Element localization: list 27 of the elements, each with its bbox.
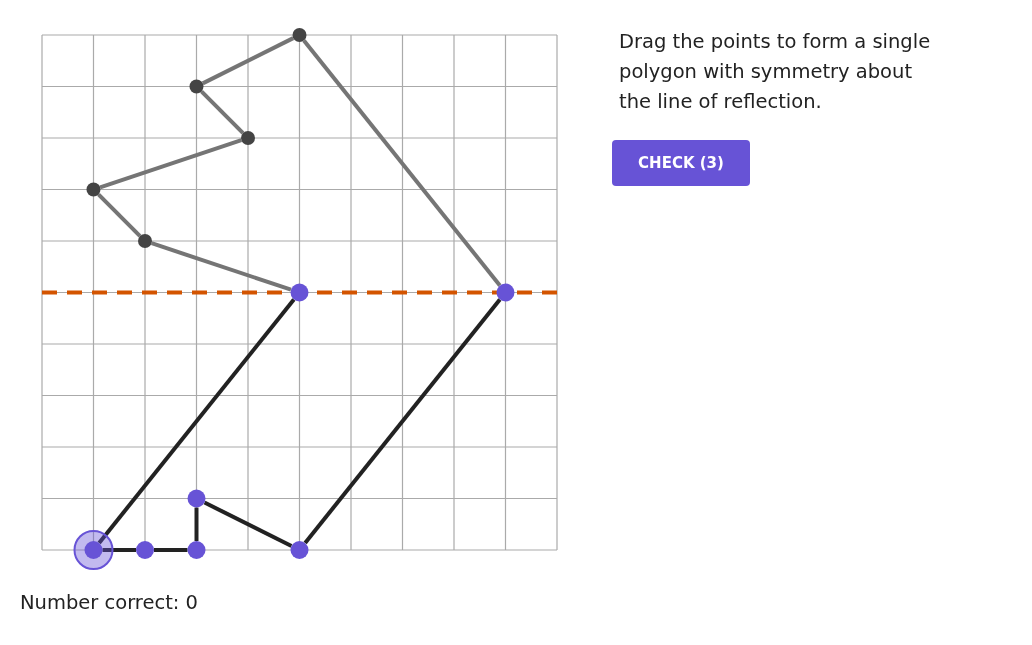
check-button: CHECK (3) [612,140,750,186]
polygon-side [97,298,296,545]
draggable-point [189,79,204,94]
polygon-side [99,138,242,190]
polygon-side [201,36,295,86]
draggable-point [84,541,103,559]
draggable-point [187,541,206,559]
polygon-side [194,507,199,541]
draggable-point [136,541,154,559]
draggable-point [138,234,152,248]
polygon-side [303,298,502,545]
draggable-point [290,541,309,559]
draggable-point [241,131,255,145]
draggable-point [292,28,307,42]
instruction-text: Drag the points to form a single polygon with symmetry about the line of reflection. [619,29,932,115]
polygon-side [151,241,292,292]
polygon-side [154,548,188,552]
draggable-point [187,489,206,508]
polygon-side [302,39,502,287]
polygon-side [203,500,293,548]
polygon-side [200,90,245,135]
draggable-point [290,283,309,302]
draggable-point [496,283,515,302]
score-text: Number correct: 0 [20,590,198,616]
polygon-side [97,193,142,238]
draggable-point [86,182,101,197]
polygon-side [102,548,136,552]
